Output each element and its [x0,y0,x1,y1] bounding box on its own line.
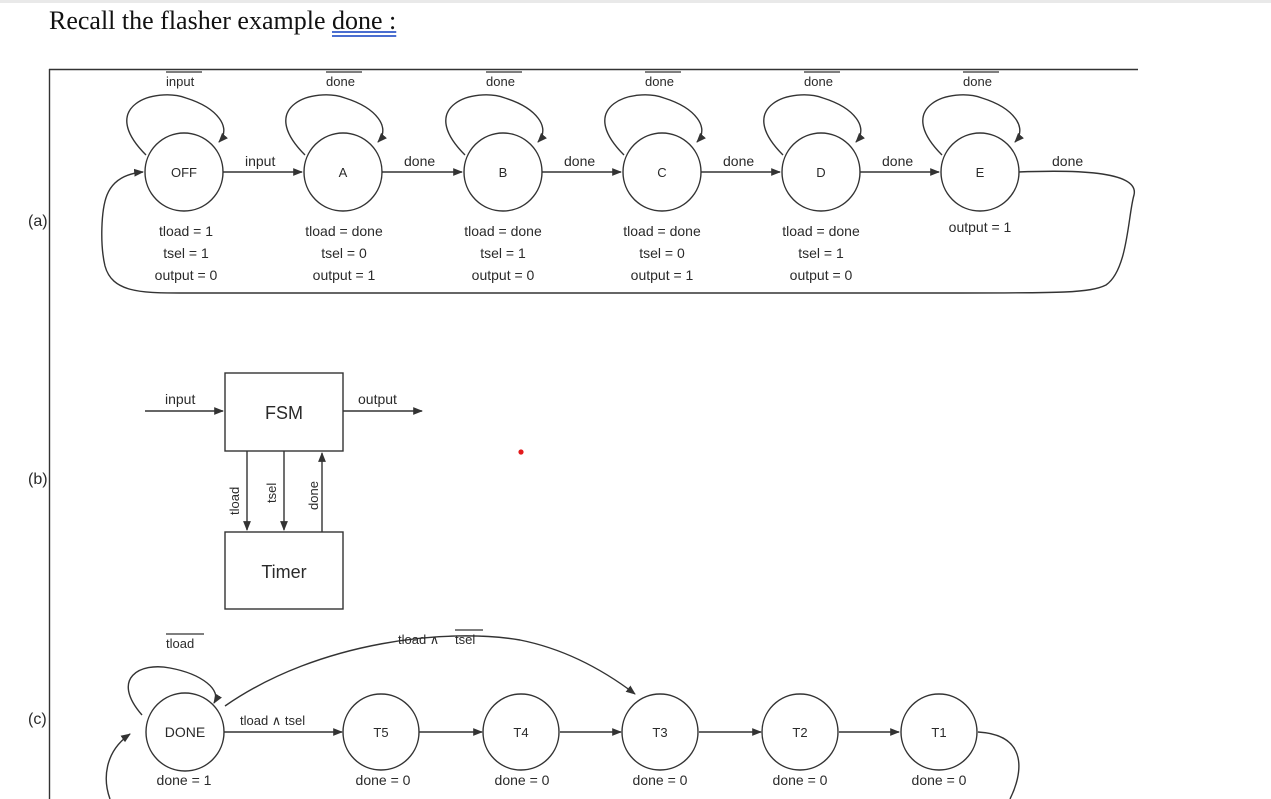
tsel-signal-label: tsel [264,483,279,503]
state-a [303,132,383,212]
action-t5: done = 0 [356,772,411,788]
edge-label-off-a: input [245,153,275,169]
state-b [463,132,543,212]
edge-label-done-t3-tsel: tsel [455,632,475,647]
self-loop-d [763,94,865,156]
action-c-3: output = 1 [631,267,694,283]
edge-label-a-b: done [404,153,435,169]
state-name-t3: T3 [652,725,667,740]
state-off [144,132,224,212]
self-loop-label-e: done [963,74,992,89]
state-name-b: B [499,165,508,180]
return-arc-a [101,168,1135,294]
self-loop-label-c: done [645,74,674,89]
edge-done-t3 [224,635,636,707]
self-loop-e [922,94,1024,156]
self-loop-c [604,94,706,156]
block-diagram-b: FSM Timer input output tload tsel done [145,372,524,610]
action-b-1: tload = done [464,223,542,239]
self-loop-done [127,666,222,716]
state-name-t5: T5 [373,725,388,740]
page-heading: Recall the flasher example done : [49,3,396,39]
done-signal-label: done [306,481,321,510]
action-c-1: tload = done [623,223,701,239]
timer-block [224,531,344,610]
self-loop-label-d: done [804,74,833,89]
edge-label-d-e: done [882,153,913,169]
done-link[interactable]: done : [331,6,397,35]
state-name-done: DONE [165,724,205,740]
top-border [0,0,1271,3]
state-name-a: A [339,165,348,180]
fsm-a: input done done done done done input don… [101,71,1135,294]
action-b-2: tsel = 1 [480,245,526,261]
state-name-off: OFF [171,165,197,180]
edge-label-e-return: done [1052,153,1083,169]
state-c [622,132,702,212]
state-name-c: C [657,165,666,180]
state-name-e: E [976,165,985,180]
state-done [145,692,225,772]
action-t2: done = 0 [773,772,828,788]
self-loop-off [126,94,228,156]
heading-text: Recall the flasher example [49,6,326,35]
state-name-t4: T4 [513,725,528,740]
action-t4: done = 0 [495,772,550,788]
action-b-3: output = 0 [472,267,535,283]
self-loop-a [285,94,387,156]
action-d-1: tload = done [782,223,860,239]
part-label-c: (c) [28,711,47,728]
return-arc-c [105,732,1020,799]
input-label: input [165,391,195,407]
fsm-block [224,372,344,452]
action-d-2: tsel = 1 [798,245,844,261]
timer-block-label: Timer [261,562,306,582]
edge-label-c-d: done [723,153,754,169]
edge-label-b-c: done [564,153,595,169]
action-off-3: output = 0 [155,267,218,283]
action-e-1: output = 1 [949,219,1012,235]
state-d [781,132,861,212]
state-name-t1: T1 [931,725,946,740]
state-name-t2: T2 [792,725,807,740]
self-loop-label-b: done [486,74,515,89]
edge-label-done-t3-prefix: tload ∧ [398,632,439,647]
output-label: output [358,391,397,407]
action-t1: done = 0 [912,772,967,788]
action-t3: done = 0 [633,772,688,788]
action-a-1: tload = done [305,223,383,239]
action-c-2: tsel = 0 [639,245,685,261]
state-t3 [621,693,699,771]
self-loop-label-a: done [326,74,355,89]
action-done: done = 1 [157,772,212,788]
action-d-3: output = 0 [790,267,853,283]
action-off-1: tload = 1 [159,223,213,239]
state-t4 [482,693,560,771]
red-dot-marker [518,449,524,455]
state-name-d: D [816,165,825,180]
self-loop-label-off: input [166,74,195,89]
state-t5 [342,693,420,771]
part-label-b: (b) [28,471,48,488]
state-t2 [761,693,839,771]
fsm-block-label: FSM [265,403,303,423]
action-off-2: tsel = 1 [163,245,209,261]
state-e [940,132,1020,212]
edge-label-done-t5: tload ∧ tsel [240,713,305,728]
part-label-a: (a) [28,213,48,230]
self-loop-b [445,94,547,156]
tload-signal-label: tload [227,487,242,515]
self-loop-label-done: tload [166,636,194,651]
action-a-3: output = 1 [313,267,376,283]
state-t1 [900,693,978,771]
action-a-2: tsel = 0 [321,245,367,261]
fsm-c: tload tload ∧ tsel tload ∧ tsel DONE T5 … [105,629,1020,799]
